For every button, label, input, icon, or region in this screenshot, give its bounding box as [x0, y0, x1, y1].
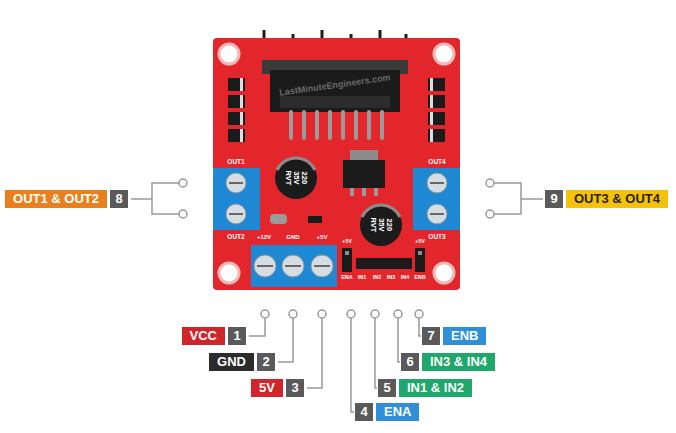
resistor-symbol — [308, 216, 322, 223]
pin-label-box: ENB — [443, 327, 486, 345]
power-terminal — [251, 245, 337, 287]
pin-label-text: IN3 & IN4 — [430, 354, 487, 369]
pin-label-box: ENA — [376, 403, 419, 421]
silkscreen-label: OUT2 — [227, 234, 244, 241]
callout-number: 4 — [355, 403, 373, 421]
pin-label-text: VCC — [190, 328, 217, 343]
capacitor-marking: 220 35V RVT — [284, 167, 308, 189]
pin-label-box: VCC — [182, 327, 225, 345]
pin-label-text: OUT3 & OUT4 — [574, 191, 660, 206]
voltage-regulator — [343, 150, 385, 196]
pcb-board — [213, 38, 460, 290]
pin-label-box: IN1 & IN2 — [399, 379, 472, 397]
pin-label-text: 5V — [259, 380, 275, 395]
silkscreen-label: IN2 — [373, 275, 382, 281]
callout-number-text: 3 — [291, 380, 298, 395]
callout-number-text: 9 — [550, 191, 557, 206]
pin-label-box: OUT1 & OUT2 — [5, 190, 107, 208]
pin-label-text: OUT1 & OUT2 — [13, 191, 99, 206]
pin-dots — [179, 179, 494, 318]
silkscreen-label: ENA — [341, 275, 353, 281]
pin-label-text: IN1 & IN2 — [407, 380, 464, 395]
pin-label-text: ENB — [451, 328, 478, 343]
callout-number: 9 — [545, 190, 563, 208]
callout-number: 2 — [257, 353, 275, 371]
callout-number: 3 — [286, 379, 304, 397]
callout-number: 6 — [401, 353, 419, 371]
header-pins — [342, 248, 425, 272]
pin-label-text: ENA — [384, 404, 411, 419]
leader-lines — [131, 183, 543, 412]
callout-number-text: 8 — [115, 191, 122, 206]
silkscreen-label: IN1 — [358, 275, 367, 281]
l298n-chip — [270, 70, 400, 112]
callout-number: 1 — [228, 327, 246, 345]
callout-number: 7 — [422, 327, 440, 345]
callout-number-text: 5 — [383, 380, 390, 395]
silkscreen-label: OUT1 — [227, 159, 244, 166]
callout-number-text: 2 — [262, 354, 269, 369]
jumper-5v — [270, 214, 287, 224]
silkscreen-label: OUT3 — [428, 234, 445, 241]
silkscreen-label: IN3 — [387, 275, 396, 281]
callout-number-text: 6 — [406, 354, 413, 369]
callout-number-text: 1 — [233, 328, 240, 343]
silkscreen-label: IN4 — [401, 275, 410, 281]
silkscreen-label: +5V — [317, 234, 328, 240]
silkscreen-label: OUT4 — [428, 159, 445, 166]
capacitor-marking: 220 35V RVT — [369, 214, 393, 236]
output-terminals — [213, 168, 460, 230]
silkscreen-label: +12V — [257, 234, 271, 240]
watermark: LastMinuteEngineers.com — [279, 74, 391, 99]
silkscreen-label: GND — [286, 234, 299, 240]
pin-label-box: OUT3 & OUT4 — [566, 190, 668, 208]
chip-body — [280, 96, 390, 108]
callout-number-text: 4 — [360, 404, 367, 419]
pin-label-text: GND — [217, 354, 246, 369]
pin-label-box: 5V — [251, 379, 283, 397]
callout-number-text: 7 — [427, 328, 434, 343]
callout-number: 8 — [110, 190, 128, 208]
capacitors — [275, 157, 402, 246]
chip-pins — [291, 112, 382, 138]
callout-number: 5 — [378, 379, 396, 397]
silkscreen-label: ENB — [414, 275, 426, 281]
silkscreen-label: +5V — [415, 239, 425, 245]
pin-label-box: IN3 & IN4 — [422, 353, 495, 371]
silkscreen-label: +5V — [342, 239, 352, 245]
pin-label-box: GND — [209, 353, 254, 371]
